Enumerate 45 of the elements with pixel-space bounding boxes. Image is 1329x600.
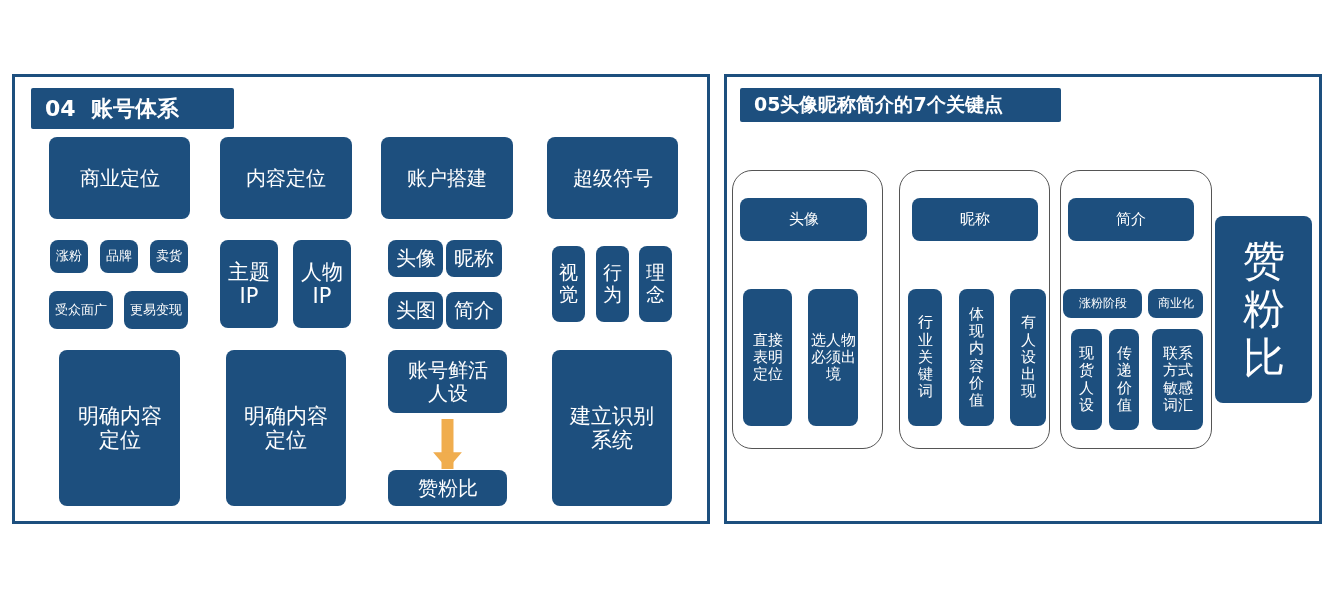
label-tile: 有人设出现 xyxy=(1010,289,1046,426)
label-tile: 简介 xyxy=(446,292,502,329)
label-tile: 涨粉 xyxy=(50,240,88,273)
label-tile: 商业化 xyxy=(1148,289,1203,318)
label-tile: 赞粉比 xyxy=(1215,216,1312,403)
label-tile: 昵称 xyxy=(912,198,1038,241)
label-tile: 视觉 xyxy=(552,246,585,322)
label-tile: 明确内容定位 xyxy=(59,350,180,506)
label-tile: 传递价值 xyxy=(1109,329,1139,430)
group-frame xyxy=(899,170,1050,449)
label-tile: 体现内容价值 xyxy=(959,289,994,426)
label-tile: 头图 xyxy=(388,292,443,329)
label-tile: 主题 IP xyxy=(220,240,278,328)
label-tile: 卖货 xyxy=(150,240,188,273)
label-tile: 明确内容定位 xyxy=(226,350,346,506)
label-tile: 头像 xyxy=(740,198,867,241)
label-tile: 更易变现 xyxy=(124,291,188,329)
label-tile: 人物 IP xyxy=(293,240,351,328)
label-tile: 头像 xyxy=(388,240,443,277)
label-tile: 现货人设 xyxy=(1071,329,1102,430)
label-tile: 联系方式敏感词汇 xyxy=(1152,329,1203,430)
title-banner: 04 账号体系 xyxy=(31,88,234,129)
arrow xyxy=(433,419,462,469)
label-tile: 行业关键词 xyxy=(908,289,942,426)
label-tile: 简介 xyxy=(1068,198,1194,241)
label-tile: 直接表明定位 xyxy=(743,289,792,426)
label-tile: 行为 xyxy=(596,246,629,322)
label-tile: 赞粉比 xyxy=(388,470,507,506)
panel-frame xyxy=(724,74,1322,524)
label-tile: 选人物必须出境 xyxy=(808,289,858,426)
label-tile: 昵称 xyxy=(446,240,502,277)
group-frame xyxy=(732,170,883,449)
group-frame xyxy=(1060,170,1212,449)
label-tile: 商业定位 xyxy=(49,137,190,219)
label-tile: 理念 xyxy=(639,246,672,322)
label-tile: 超级符号 xyxy=(547,137,678,219)
label-tile: 受众面广 xyxy=(49,291,113,329)
label-tile: 品牌 xyxy=(100,240,138,273)
label-tile: 内容定位 xyxy=(220,137,352,219)
title-banner: 05头像昵称简介的7个关键点 xyxy=(740,88,1061,122)
panel-frame xyxy=(12,74,710,524)
label-tile: 涨粉阶段 xyxy=(1063,289,1142,318)
label-tile: 账号鲜活人设 xyxy=(388,350,507,413)
label-tile: 账户搭建 xyxy=(381,137,513,219)
label-tile: 建立识别系统 xyxy=(552,350,672,506)
